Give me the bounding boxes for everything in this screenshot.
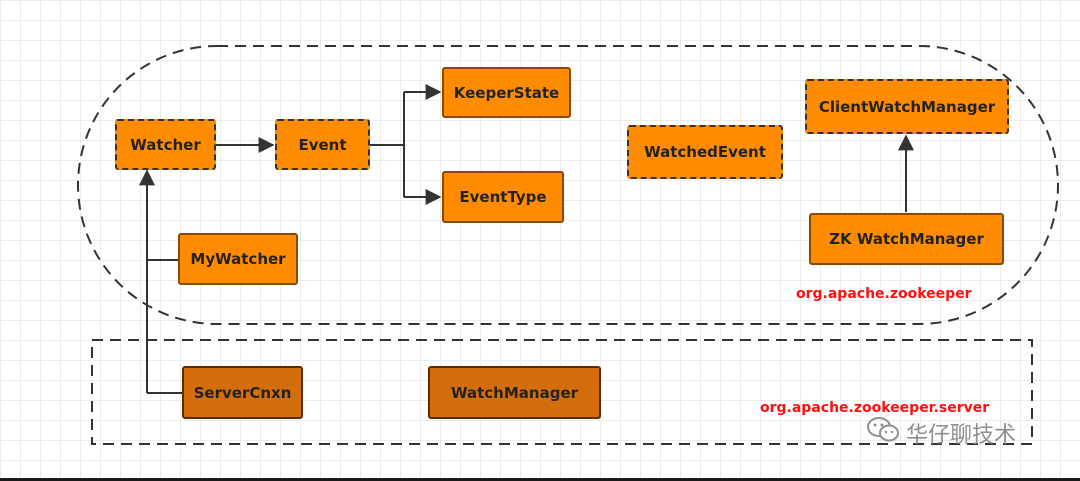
node-watcher[interactable]: Watcher [115, 119, 216, 170]
node-servercnxn[interactable]: ServerCnxn [182, 366, 303, 419]
edge-event-to-keeperstate-eventtype [369, 84, 442, 205]
wechat-icon [866, 416, 900, 450]
bottom-divider [0, 478, 1080, 481]
package-label-server: org.apache.zookeeper.server [760, 400, 990, 416]
edge-implementers-to-watcher [139, 169, 182, 394]
client-package-boundary [77, 45, 1059, 325]
node-eventtype[interactable]: EventType [442, 171, 564, 223]
node-mywatcher[interactable]: MyWatcher [178, 233, 298, 285]
node-keeperstate[interactable]: KeeperState [442, 67, 571, 118]
node-event[interactable]: Event [275, 119, 370, 170]
node-watchedevent[interactable]: WatchedEvent [627, 125, 783, 179]
watermark-text: 华仔聊技术 [906, 423, 1017, 448]
node-zkwatchmanager[interactable]: ZK WatchManager [809, 213, 1004, 265]
watermark: 华仔聊技术 [866, 416, 1017, 450]
server-package-boundary [91, 339, 1033, 445]
node-clientwatchmanager[interactable]: ClientWatchManager [805, 79, 1009, 134]
node-watchmanager[interactable]: WatchManager [428, 366, 601, 419]
package-label-client: org.apache.zookeeper [796, 286, 972, 302]
